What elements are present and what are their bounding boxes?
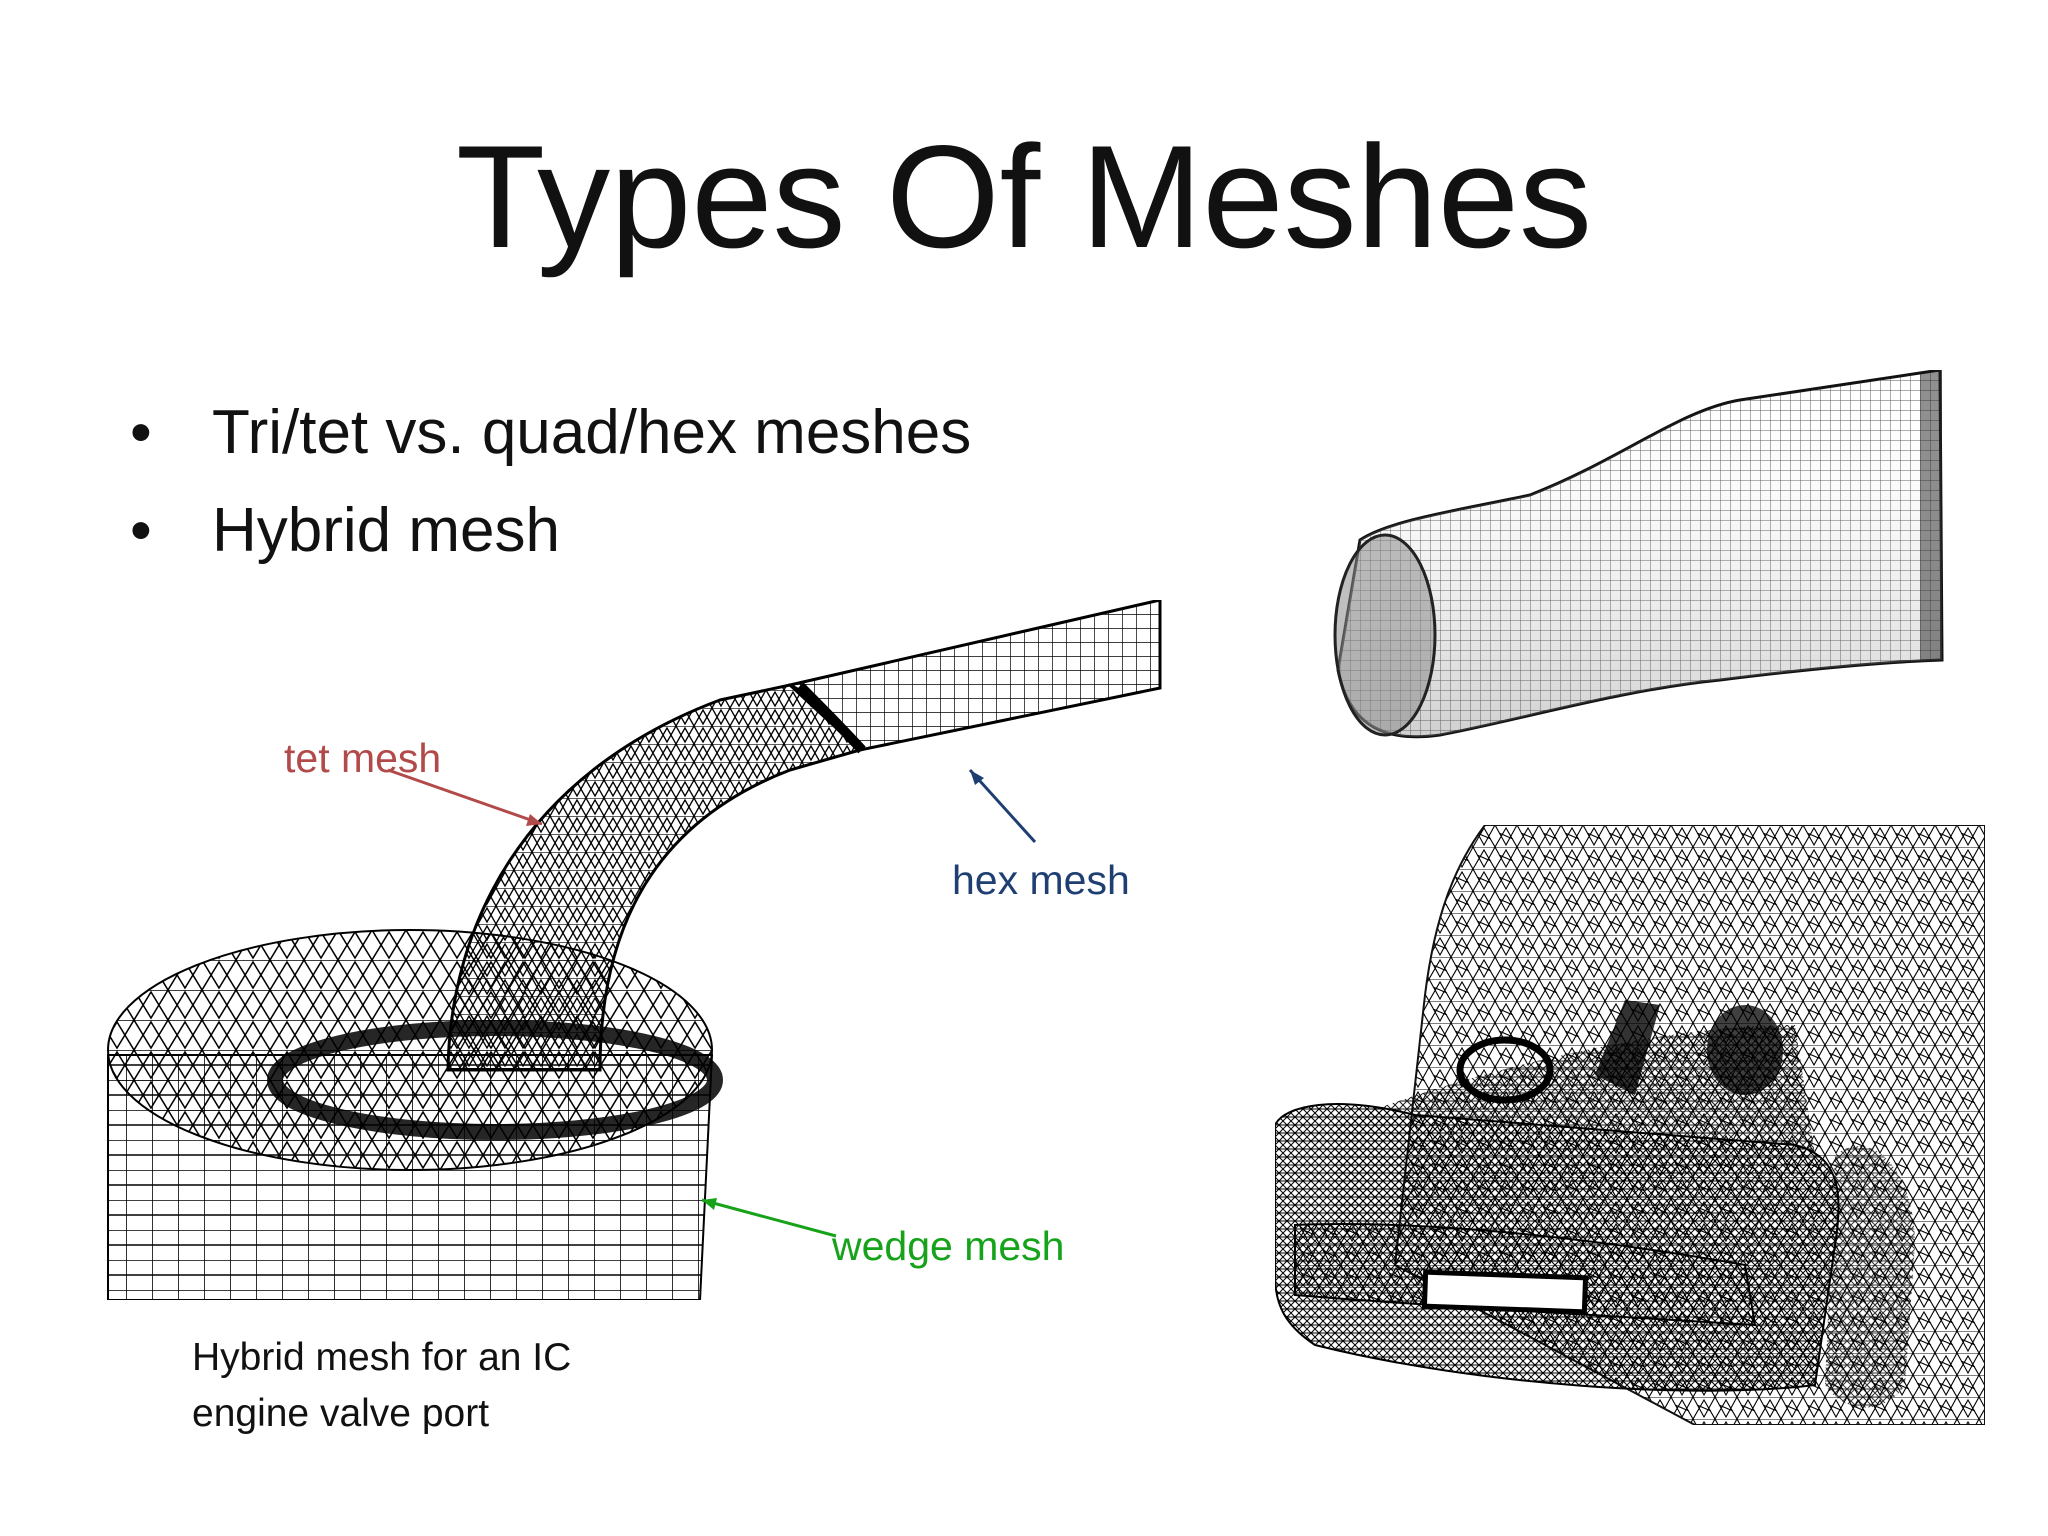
bullet-text: Hybrid mesh: [212, 496, 560, 565]
caption-line: Hybrid mesh for an IC: [192, 1336, 572, 1379]
bullet-list: • Tri/tet vs. quad/hex meshes • Hybrid m…: [130, 384, 971, 580]
bullet-dot-icon: •: [130, 496, 152, 565]
engine-valve-port-mesh-image: [107, 600, 1162, 1300]
bullet-dot-icon: •: [130, 398, 152, 467]
caption-line: engine valve port: [192, 1392, 490, 1435]
hex-mesh-label: hex mesh: [952, 857, 1130, 903]
tet-mesh-label: tet mesh: [284, 735, 442, 781]
bullet-item-tri-tet: • Tri/tet vs. quad/hex meshes: [130, 384, 971, 482]
hex-duct-mesh-image: [1333, 370, 1944, 739]
slide-title: Types Of Meshes: [456, 115, 1592, 278]
wedge-mesh-label: wedge mesh: [832, 1223, 1065, 1269]
bullet-text: Tri/tet vs. quad/hex meshes: [212, 398, 972, 467]
bullet-item-hybrid: • Hybrid mesh: [130, 482, 971, 580]
car-surface-mesh-image: [1275, 825, 1985, 1425]
engine-figure-caption: Hybrid mesh for an IC engine valve port: [192, 1330, 571, 1442]
